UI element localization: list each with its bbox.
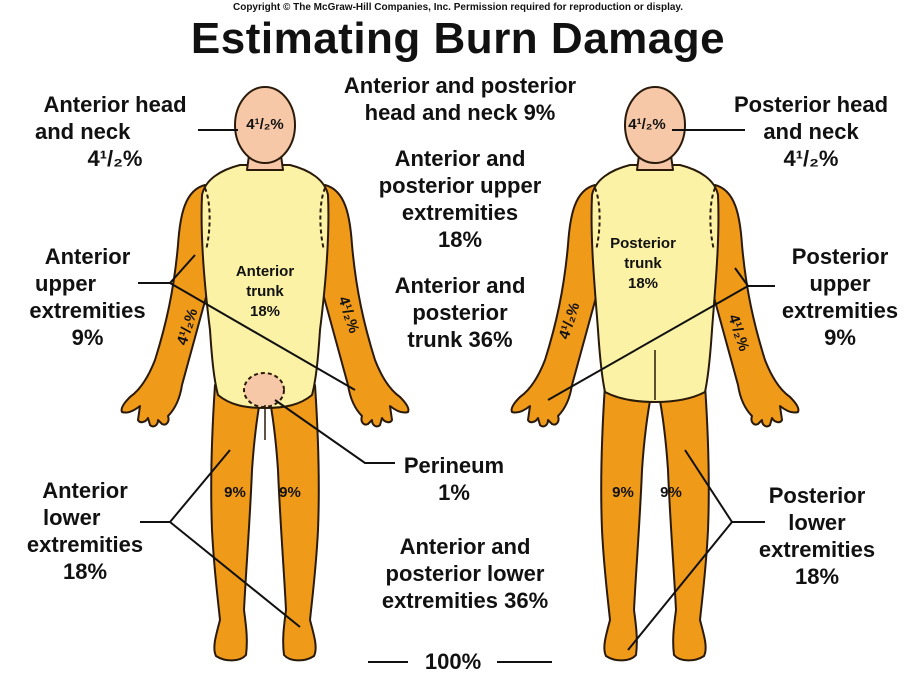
anterior-upper-label: Anterior upper extremities 9% — [10, 243, 165, 351]
back-right-leg-label: 9% — [656, 484, 686, 502]
ap-trunk-label: Anterior and posterior trunk 36% — [365, 272, 555, 353]
anterior-lower-label: Anterior lower extremities 18% — [5, 477, 165, 585]
total-label: 100% — [408, 648, 498, 675]
front-right-leg-label: 9% — [275, 484, 305, 502]
posterior-head-neck-label: Posterior head and neck 4¹/₂% — [706, 91, 916, 172]
front-trunk-label-2: trunk — [220, 283, 310, 301]
back-left-leg-label: 9% — [608, 484, 638, 502]
front-left-leg — [211, 385, 262, 660]
front-trunk-label-1: Anterior — [220, 263, 310, 281]
posterior-lower-label: Posterior lower extremities 18% — [732, 482, 902, 590]
back-trunk-label-2: trunk — [598, 255, 688, 273]
back-right-leg — [658, 385, 709, 660]
front-trunk-label-3: 18% — [220, 303, 310, 321]
ap-upper-label: Anterior and posterior upper extremities… — [355, 145, 565, 253]
perineum-label: Perineum 1% — [394, 452, 514, 506]
front-head-label: 4¹/₂% — [240, 116, 290, 134]
ap-head-neck-label: Anterior and posterior head and neck 9% — [310, 72, 610, 126]
ap-lower-label: Anterior and posterior lower extremities… — [350, 533, 580, 614]
back-head-label: 4¹/₂% — [622, 116, 672, 134]
back-trunk-label-3: 18% — [598, 275, 688, 293]
front-left-leg-label: 9% — [220, 484, 250, 502]
anterior-head-neck-label: Anterior head and neck 4¹/₂% — [30, 91, 200, 172]
posterior-upper-label: Posterior upper extremities 9% — [764, 243, 916, 351]
back-trunk-label-1: Posterior — [598, 235, 688, 253]
back-left-leg — [601, 385, 652, 660]
